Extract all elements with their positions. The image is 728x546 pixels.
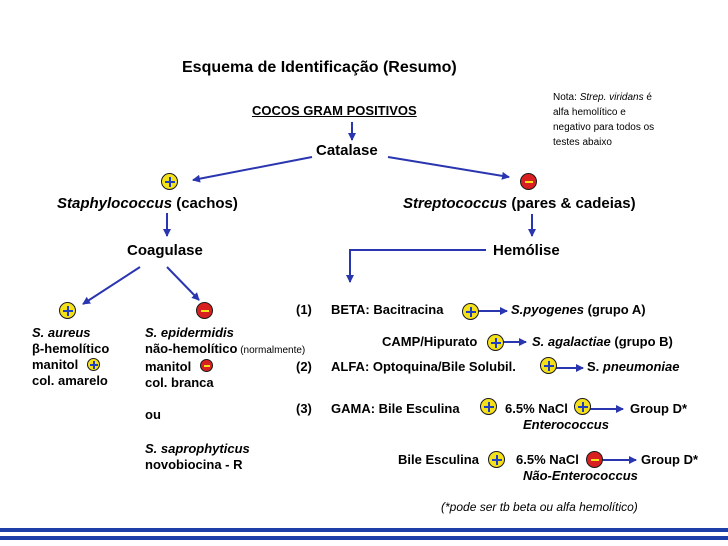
note-line-4: testes abaixo: [553, 137, 612, 148]
note-line-2: alfa hemolítico e: [553, 107, 626, 118]
plus-icon: [488, 451, 505, 468]
page-title: Esquema de Identificação (Resumo): [182, 59, 457, 76]
pyogenes-label: S.pyogenes (grupo A): [511, 302, 646, 317]
aureus-manitol: manitol: [32, 357, 79, 372]
aureus-name: S. aureus: [32, 325, 91, 340]
arrow-coagulase-aureus: [82, 266, 141, 305]
epidermidis-hemolysis-text: não-hemolítico: [145, 341, 238, 356]
coagulase-label: Coagulase: [127, 242, 203, 259]
footer-stripe: [0, 536, 728, 540]
gama-label: GAMA: Bile Esculina: [331, 401, 460, 416]
note: Nota: Strep. viridans é alfa hemolítico …: [553, 90, 654, 150]
pyogenes-species: S.pyogenes: [511, 302, 584, 317]
note-prefix: Nota:: [553, 92, 580, 103]
strep-desc: (pares & cadeias): [507, 195, 636, 212]
pneumoniae-label: S. pneumoniae: [587, 359, 679, 374]
note-species: Strep. viridans: [579, 92, 644, 103]
arrow-catalase-strep: [387, 156, 510, 180]
camp-label: CAMP/Hipurato: [382, 334, 478, 349]
ou-label: ou: [145, 407, 161, 422]
staphylococcus-label: Staphylococcus (cachos): [57, 195, 238, 213]
epidermidis-name: S. epidermidis: [145, 325, 234, 340]
staph-genus: Staphylococcus: [57, 195, 173, 212]
plus-icon: [462, 303, 479, 320]
strep-genus: Streptococcus: [403, 195, 508, 212]
agalactiae-species: S. agalactiae: [532, 334, 611, 349]
plus-icon: [87, 358, 100, 371]
groupd-2: Group D*: [641, 452, 699, 467]
saprophyticus-name: S. saprophyticus: [145, 441, 250, 456]
plus-icon: [540, 357, 557, 374]
plus-icon: [161, 173, 178, 190]
minus-icon: [520, 173, 537, 190]
pyogenes-group: (grupo A): [583, 302, 646, 317]
plus-icon: [574, 398, 591, 415]
alfa-number: (2): [296, 359, 312, 374]
arrow-catalase-staph: [192, 156, 313, 183]
beta-number: (1): [296, 302, 312, 317]
arrow-hemolise-tests: [346, 249, 486, 283]
epidermidis-colony: col. branca: [145, 375, 214, 390]
epidermidis-hemolysis-note: (normalmente): [237, 345, 306, 356]
aureus-colony: col. amarelo: [32, 373, 108, 388]
nao-enterococcus-label: Não-Enterococcus: [523, 468, 638, 483]
hemolise-label: Hemólise: [493, 242, 560, 259]
footer-stripe: [0, 528, 728, 532]
epidermidis-manitol: manitol: [145, 359, 192, 374]
arrow-coagulase-epidermidis: [166, 266, 200, 301]
minus-icon: [196, 302, 213, 319]
alfa-label: ALFA: Optoquina/Bile Solubil.: [331, 359, 516, 374]
footnote: (*pode ser tb beta ou alfa hemolítico): [441, 500, 638, 514]
note-l1-suffix: é: [643, 92, 652, 103]
gama-nacl: 6.5% NaCl: [505, 401, 568, 416]
agalactiae-group: (grupo B): [610, 334, 673, 349]
staph-desc: (cachos): [172, 195, 238, 212]
plus-icon: [480, 398, 497, 415]
plus-icon: [487, 334, 504, 351]
pneumoniae-prefix: S.: [587, 359, 603, 374]
beta-label: BETA: Bacitracina: [331, 302, 444, 317]
catalase-label: Catalase: [316, 142, 378, 159]
enterococcus-label: Enterococcus: [523, 417, 609, 432]
novobiocina-label: novobiocina - R: [145, 457, 243, 472]
pneumoniae-species: pneumoniae: [602, 359, 680, 374]
plus-icon: [59, 302, 76, 319]
aureus-hemolysis: β-hemolítico: [32, 341, 110, 356]
gama-number: (3): [296, 401, 312, 416]
streptococcus-label: Streptococcus (pares & cadeias): [403, 195, 636, 213]
agalactiae-label: S. agalactiae (grupo B): [532, 334, 673, 349]
epidermidis-hemolysis: não-hemolítico (normalmente): [145, 341, 305, 358]
subtitle: COCOS GRAM POSITIVOS: [252, 103, 417, 118]
minus-icon: [586, 451, 603, 468]
gama-groupd: Group D*: [630, 401, 688, 416]
nacl-2: 6.5% NaCl: [516, 452, 579, 467]
note-line-3: negativo para todos os: [553, 122, 655, 133]
minus-icon: [200, 359, 213, 372]
bile-esculina-2: Bile Esculina: [398, 452, 479, 467]
